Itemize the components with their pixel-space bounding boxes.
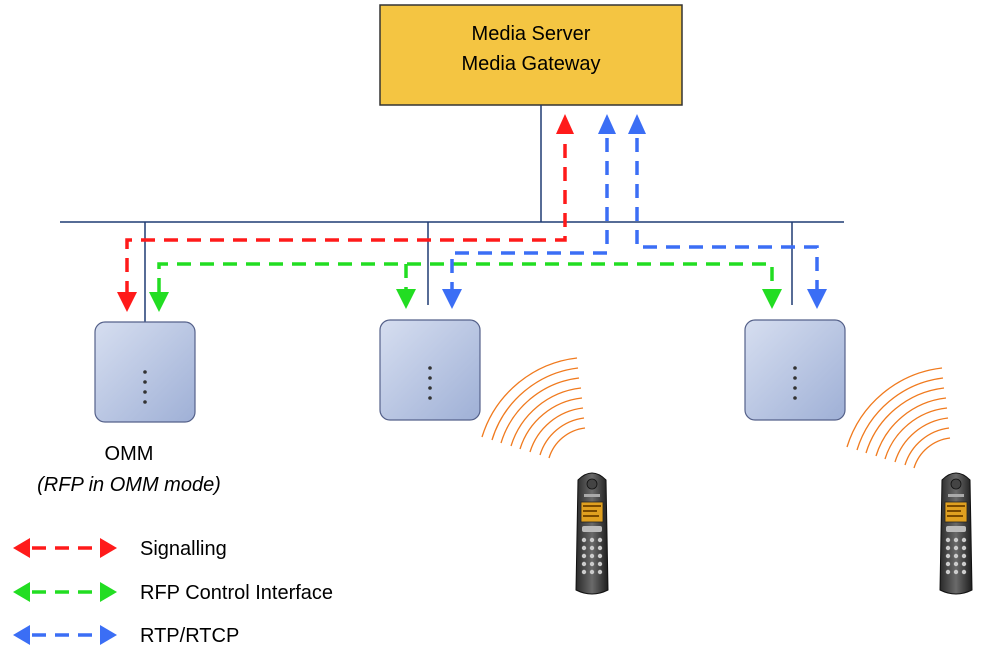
legend-label: RTP/RTCP <box>140 625 239 647</box>
radio-waves-icon <box>846 367 951 469</box>
legend-item-rtp: RTP/RTCP <box>13 625 239 647</box>
omm-label: OMM <box>105 443 154 465</box>
rtp-path <box>442 114 827 309</box>
server-line-2: Media Gateway <box>462 53 601 75</box>
phone-icon <box>575 472 609 595</box>
server-line-1: Media Server <box>472 23 591 45</box>
legend-item-signalling: Signalling <box>13 538 227 560</box>
legend-label: RFP Control Interface <box>140 582 333 604</box>
rfp-icon <box>744 319 846 421</box>
rfp-icon <box>94 321 196 423</box>
signalling-path <box>117 114 574 312</box>
radio-waves-icon <box>481 357 586 459</box>
omm-sublabel: (RFP in OMM mode) <box>37 474 221 496</box>
phone-icon <box>939 472 973 595</box>
rfp-control-path <box>149 262 782 312</box>
rfp-icon <box>379 319 481 421</box>
legend-label: Signalling <box>140 538 227 560</box>
legend: Signalling RFP Control Interface RTP/RTC… <box>13 538 333 647</box>
legend-item-rfp-control: RFP Control Interface <box>13 582 333 604</box>
media-server-box: Media Server Media Gateway <box>379 4 683 106</box>
